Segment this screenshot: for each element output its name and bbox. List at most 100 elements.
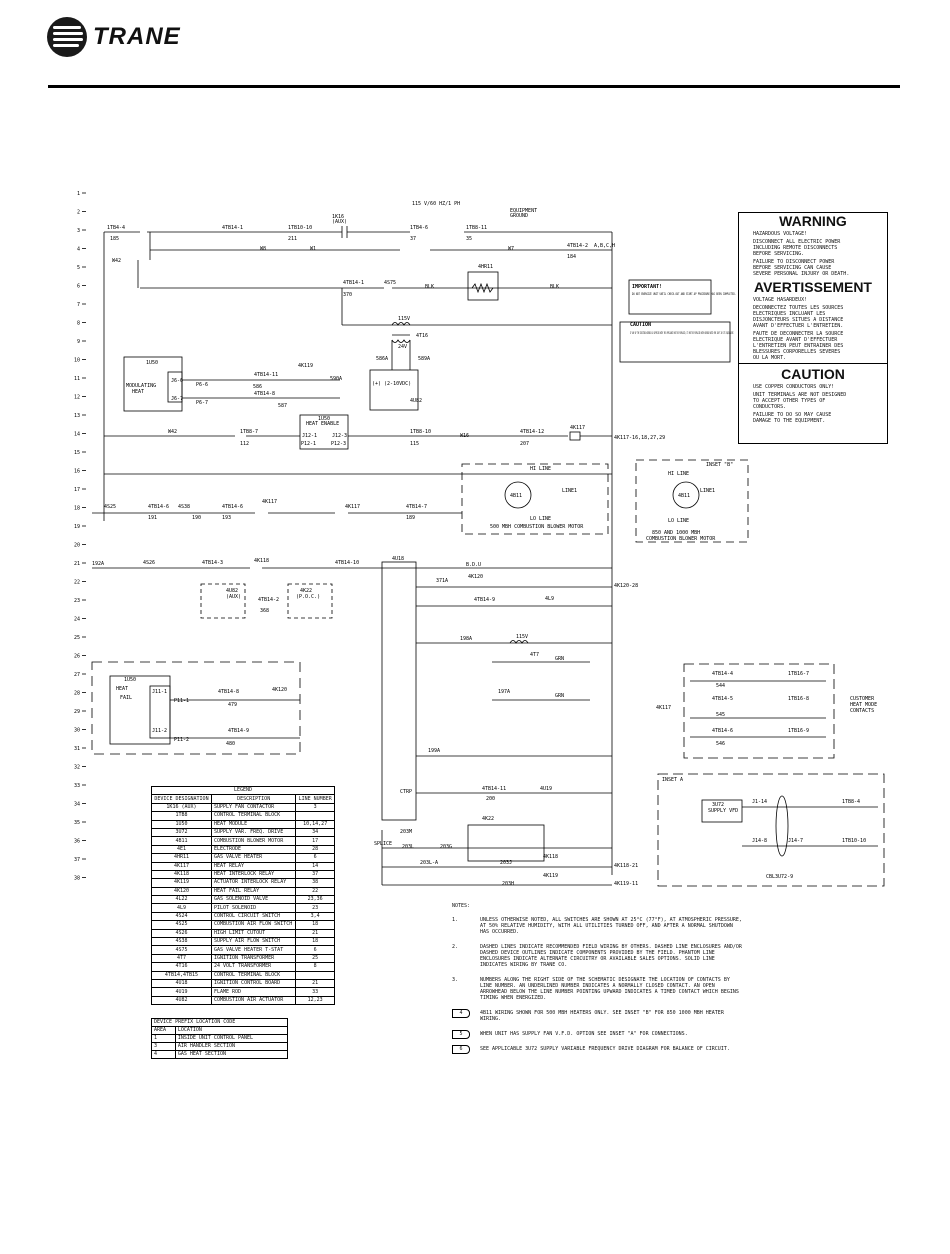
schematic-label: 189 xyxy=(406,515,415,521)
schematic-label: HEAT xyxy=(132,389,144,395)
legend-device: 4L22 xyxy=(151,895,212,905)
schematic-label: LO LINE xyxy=(668,518,689,524)
note-text: NUMBERS ALONG THE RIGHT SIDE OF THE SCHE… xyxy=(480,977,739,1001)
legend-line-number: 33 xyxy=(295,987,335,997)
legend-line-number: 28 xyxy=(295,844,335,855)
schematic-label: 115 V/60 HZ/1 PH xyxy=(412,201,460,207)
schematic-label: 24V xyxy=(398,344,407,350)
schematic-label: INSET A xyxy=(662,777,683,783)
notes-title: NOTES: xyxy=(452,903,471,909)
legend-description: HIGH LIMIT CUTOUT xyxy=(210,928,297,939)
schematic-label: 4TB14-12 xyxy=(520,429,544,435)
line-number-column: 1234567891011121314151617181920212223242… xyxy=(74,191,86,882)
line-number: 2 xyxy=(77,210,80,216)
schematic-label: 4TB14-8 xyxy=(254,391,275,397)
legend-device: 4S75 xyxy=(151,945,212,955)
schematic-label: 35 xyxy=(466,236,472,242)
avertissement-line: DECONNECTEZ TOUTES LES SOURCES ELECTRIQU… xyxy=(753,305,844,329)
legend-line-number: 8 xyxy=(295,962,335,972)
legend-device: 4K120 xyxy=(151,886,212,897)
schematic-label: 587 xyxy=(278,403,287,409)
schematic-label: 4L9 xyxy=(545,596,554,602)
legend-description: COMBUSTION AIR FLOW SWITCH xyxy=(210,920,297,930)
legend-description: ACTUATOR INTERLOCK RELAY xyxy=(210,878,297,888)
schematic-label: (AUX) xyxy=(226,594,241,600)
legend-line-number: 3,4 xyxy=(295,911,335,922)
note-text: 4B11 WIRING SHOWN FOR 500 MBH HEATERS ON… xyxy=(480,1010,724,1022)
schematic-label: 4TB14-10 xyxy=(335,560,359,566)
schematic-label: LINE1 xyxy=(562,488,577,494)
schematic-label: 4TB14-6 xyxy=(712,728,733,734)
schematic-label: 4TB14-6 xyxy=(222,504,243,510)
legend-description: SUPPLY VAR. FREQ. DRIVE xyxy=(210,827,297,838)
schematic-label: 203L-A xyxy=(420,860,438,866)
schematic-label: 1K16 xyxy=(332,214,344,220)
schematic-label: IMPORTANT! xyxy=(632,284,662,290)
schematic-label: HI LINE xyxy=(668,471,689,477)
legend-description: GAS SOLENOID VALVE xyxy=(210,895,297,905)
line-number: 10 xyxy=(74,358,80,364)
schematic-label: 545 xyxy=(716,712,725,718)
schematic-label: 4S38 xyxy=(178,504,190,510)
schematic-labels: 115 V/60 HZ/1 PHEQUIPMENTGROUND1TB4-41K1… xyxy=(92,201,877,887)
line-number: 20 xyxy=(74,543,80,549)
schematic-label: 4U82 xyxy=(226,588,238,594)
schematic-label: P11-1 xyxy=(174,698,189,704)
schematic-label: 1U50 xyxy=(318,416,330,422)
legend-description: GAS VALVE HEATER T-STAT xyxy=(210,945,297,955)
prefix-area: 1 xyxy=(151,1034,176,1043)
legend-device: 4S25 xyxy=(151,920,212,930)
line-number: 23 xyxy=(74,598,80,604)
schematic-label: J14-7 xyxy=(788,838,803,844)
line-number: 36 xyxy=(74,839,80,845)
legend-line-number: 25 xyxy=(295,953,335,964)
schematic-label: LINE1 xyxy=(700,488,715,494)
schematic-wiring xyxy=(91,226,885,887)
schematic-label: J12-3 xyxy=(332,433,347,439)
schematic-label: P11-2 xyxy=(174,737,189,743)
line-number: 14 xyxy=(74,432,80,438)
avertissement-title: AVERTISSEMENT xyxy=(754,279,872,295)
schematic-label: 4K117 xyxy=(656,705,671,711)
avertissement-line: VOLTAGE HASARDEUX! xyxy=(753,297,808,303)
schematic-label: 1TB8-10 xyxy=(410,429,431,435)
schematic-label: W42 xyxy=(168,429,177,435)
warning-line: FAILURE TO DISCONNECT POWER BEFORE SERVI… xyxy=(753,259,850,277)
legend-line-number: 18 xyxy=(295,920,335,930)
legend-line-number: 21 xyxy=(295,978,335,989)
schematic-label: 199A xyxy=(428,748,440,754)
schematic-label: J12-1 xyxy=(302,433,317,439)
schematic-label: CONTACTS xyxy=(850,708,874,714)
schematic-label: (+) (2-10VDC) xyxy=(372,381,411,387)
schematic-label: 4TB14-11 xyxy=(482,786,506,792)
legend-line-number: 22 xyxy=(295,886,335,897)
schematic-label: 500 MBH COMBUSTION BLOWER MOTOR xyxy=(490,524,584,530)
schematic-label: 4U19 xyxy=(540,786,552,792)
schematic-label: A,B,C,H xyxy=(594,243,615,249)
schematic-label: 203J xyxy=(500,860,512,866)
warning-line: DISCONNECT ALL ELECTRIC POWER INCLUDING … xyxy=(753,239,841,257)
line-number: 38 xyxy=(74,876,80,882)
schematic-label: 1U50 xyxy=(124,677,136,683)
line-number: 18 xyxy=(74,506,80,512)
legend-description: FLAME ROD xyxy=(210,987,297,997)
schematic-label: 4K120 xyxy=(468,574,483,580)
prefix-location: GAS HEAT SECTION xyxy=(174,1050,289,1059)
legend-line-number: 3 xyxy=(295,802,335,813)
schematic-label: 4TB14-2 xyxy=(567,243,588,249)
schematic-label: 4TB14-4 xyxy=(712,671,733,677)
header-rule xyxy=(48,85,900,88)
line-number: 35 xyxy=(74,820,80,826)
schematic-label: J6-7 xyxy=(171,396,183,402)
schematic-label: 4B11 xyxy=(510,493,522,499)
schematic-label: W1 xyxy=(310,246,316,252)
line-number: 11 xyxy=(74,376,80,382)
legend-line-number xyxy=(295,811,335,821)
